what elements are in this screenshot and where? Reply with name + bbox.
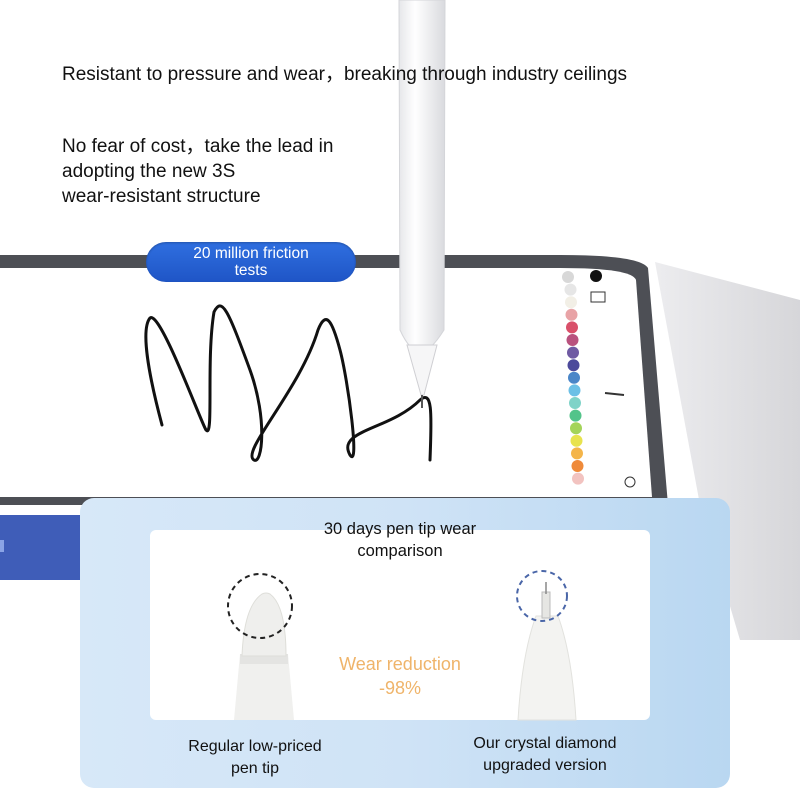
color-swatch[interactable] <box>564 283 577 296</box>
color-swatch[interactable] <box>570 422 582 435</box>
caption-line: Regular low-priced <box>188 738 322 755</box>
comparison-title: 30 days pen tip wear comparison <box>260 518 540 562</box>
reduction-line: Wear reduction <box>339 654 461 674</box>
subtext-line: No fear of cost，take the lead in <box>62 136 334 157</box>
subtext: No fear of cost，take the lead in adoptin… <box>62 134 382 209</box>
regular-tip-illustration <box>227 573 294 720</box>
color-swatch[interactable] <box>566 321 578 334</box>
comparison-title-line: 30 days pen tip wear <box>323 520 477 538</box>
crystal-tip-caption: Our crystal diamond upgraded version <box>450 733 640 777</box>
color-swatch[interactable] <box>571 447 583 460</box>
crystal-tip-illustration <box>516 570 577 721</box>
color-palette <box>562 271 584 485</box>
color-swatch[interactable] <box>570 434 583 447</box>
color-swatch[interactable] <box>571 460 584 472</box>
color-swatch[interactable] <box>569 409 582 422</box>
wear-reduction-label: Wear reduction -98% <box>300 652 500 700</box>
badge-line: tests <box>234 262 268 279</box>
stylus-body <box>398 0 446 353</box>
color-swatch[interactable] <box>572 472 584 485</box>
color-swatch[interactable] <box>569 397 581 409</box>
subtext-line: adopting the new 3S <box>62 161 236 182</box>
badge-line: 20 million friction <box>193 245 309 262</box>
color-swatch[interactable] <box>567 359 580 372</box>
caption-line: pen tip <box>230 760 280 777</box>
color-swatch[interactable] <box>566 334 579 346</box>
color-swatch[interactable] <box>562 271 574 283</box>
caption-line: Our crystal diamond <box>473 735 617 752</box>
color-swatch[interactable] <box>568 371 580 384</box>
color-swatch[interactable] <box>565 308 578 321</box>
regular-tip-caption: Regular low-priced pen tip <box>160 736 350 780</box>
color-swatch[interactable] <box>565 296 577 309</box>
headline: Resistant to pressure and wear，breaking … <box>62 64 628 85</box>
comparison-title-line: comparison <box>357 542 443 560</box>
scribble-stroke <box>144 304 433 462</box>
friction-test-badge: 20 million friction tests <box>146 242 356 282</box>
color-swatch[interactable] <box>567 346 579 359</box>
caption-line: upgraded version <box>483 757 607 774</box>
color-swatch[interactable] <box>568 384 581 397</box>
reduction-value: -98% <box>378 678 422 698</box>
subtext-line: wear-resistant structure <box>62 186 261 207</box>
